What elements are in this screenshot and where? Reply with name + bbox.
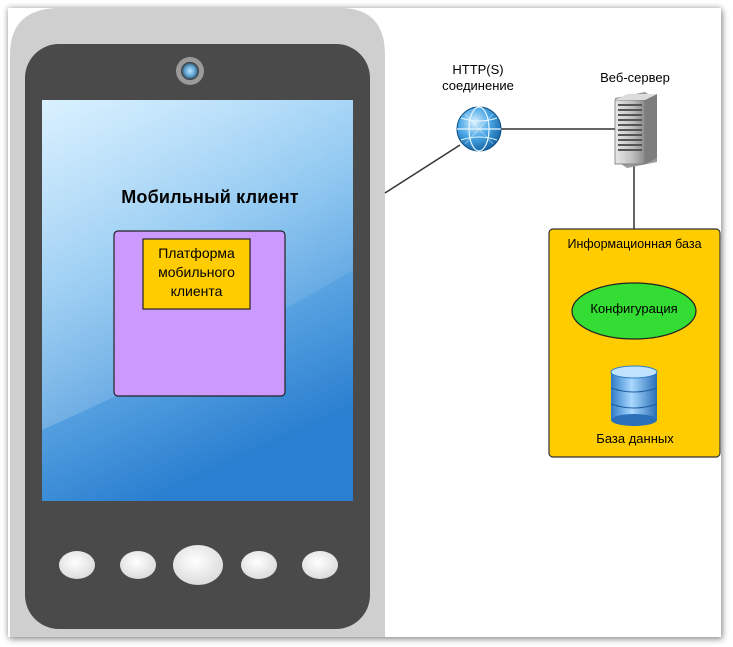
globe-icon [456,106,502,152]
platform-label-box [142,238,251,310]
configuration-label: Конфигурация [590,301,678,316]
infobase-box [548,228,721,458]
phone-button-2 [120,551,156,579]
phone-button-3 [241,551,277,579]
web-server-label: Веб-сервер [600,70,670,85]
connector-phone-to-globe [384,144,461,194]
phone-button-1 [59,551,95,579]
infobase-label: Информационная база [567,237,702,251]
mobile-client-title: Мобильный клиент [121,187,299,207]
database-label: База данных [596,431,674,446]
configuration-ellipse [571,282,697,340]
http-connection-label: HTTP(S) соединение [442,62,514,93]
platform-label: Платформа мобильного клиента [158,245,235,299]
database-icon [610,365,658,426]
server-icon [614,92,657,168]
phone-home-button [173,545,223,585]
phone-button-4 [302,551,338,579]
